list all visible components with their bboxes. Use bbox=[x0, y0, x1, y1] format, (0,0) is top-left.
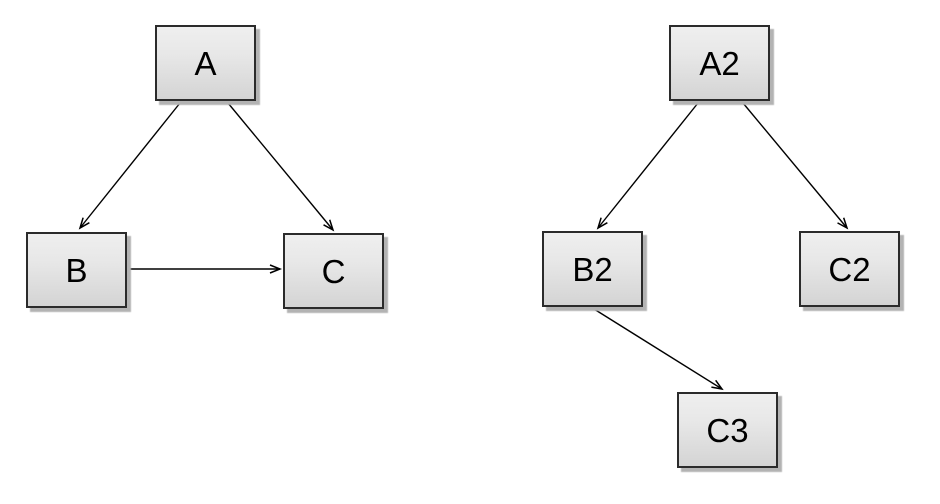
node-A2[interactable]: A2 bbox=[669, 25, 770, 101]
edge-A2-B2 bbox=[596, 102, 699, 230]
node-C-label: C bbox=[321, 252, 346, 290]
node-A2-label: A2 bbox=[699, 44, 740, 82]
node-B[interactable]: B bbox=[26, 232, 127, 308]
edge-A-B bbox=[78, 102, 181, 230]
node-C[interactable]: C bbox=[283, 233, 384, 309]
edge-A2-C2 bbox=[742, 102, 849, 230]
node-C2-label: C2 bbox=[828, 250, 871, 288]
node-C3-label: C3 bbox=[706, 411, 749, 449]
node-C2[interactable]: C2 bbox=[799, 231, 900, 307]
node-B2[interactable]: B2 bbox=[542, 231, 643, 307]
edge-A-C bbox=[227, 102, 335, 232]
node-A-label: A bbox=[194, 44, 217, 82]
node-A[interactable]: A bbox=[155, 25, 256, 101]
node-B-label: B bbox=[65, 251, 88, 289]
edge-B2-C3 bbox=[593, 308, 724, 391]
node-B2-label: B2 bbox=[572, 250, 613, 288]
node-C3[interactable]: C3 bbox=[677, 392, 778, 468]
